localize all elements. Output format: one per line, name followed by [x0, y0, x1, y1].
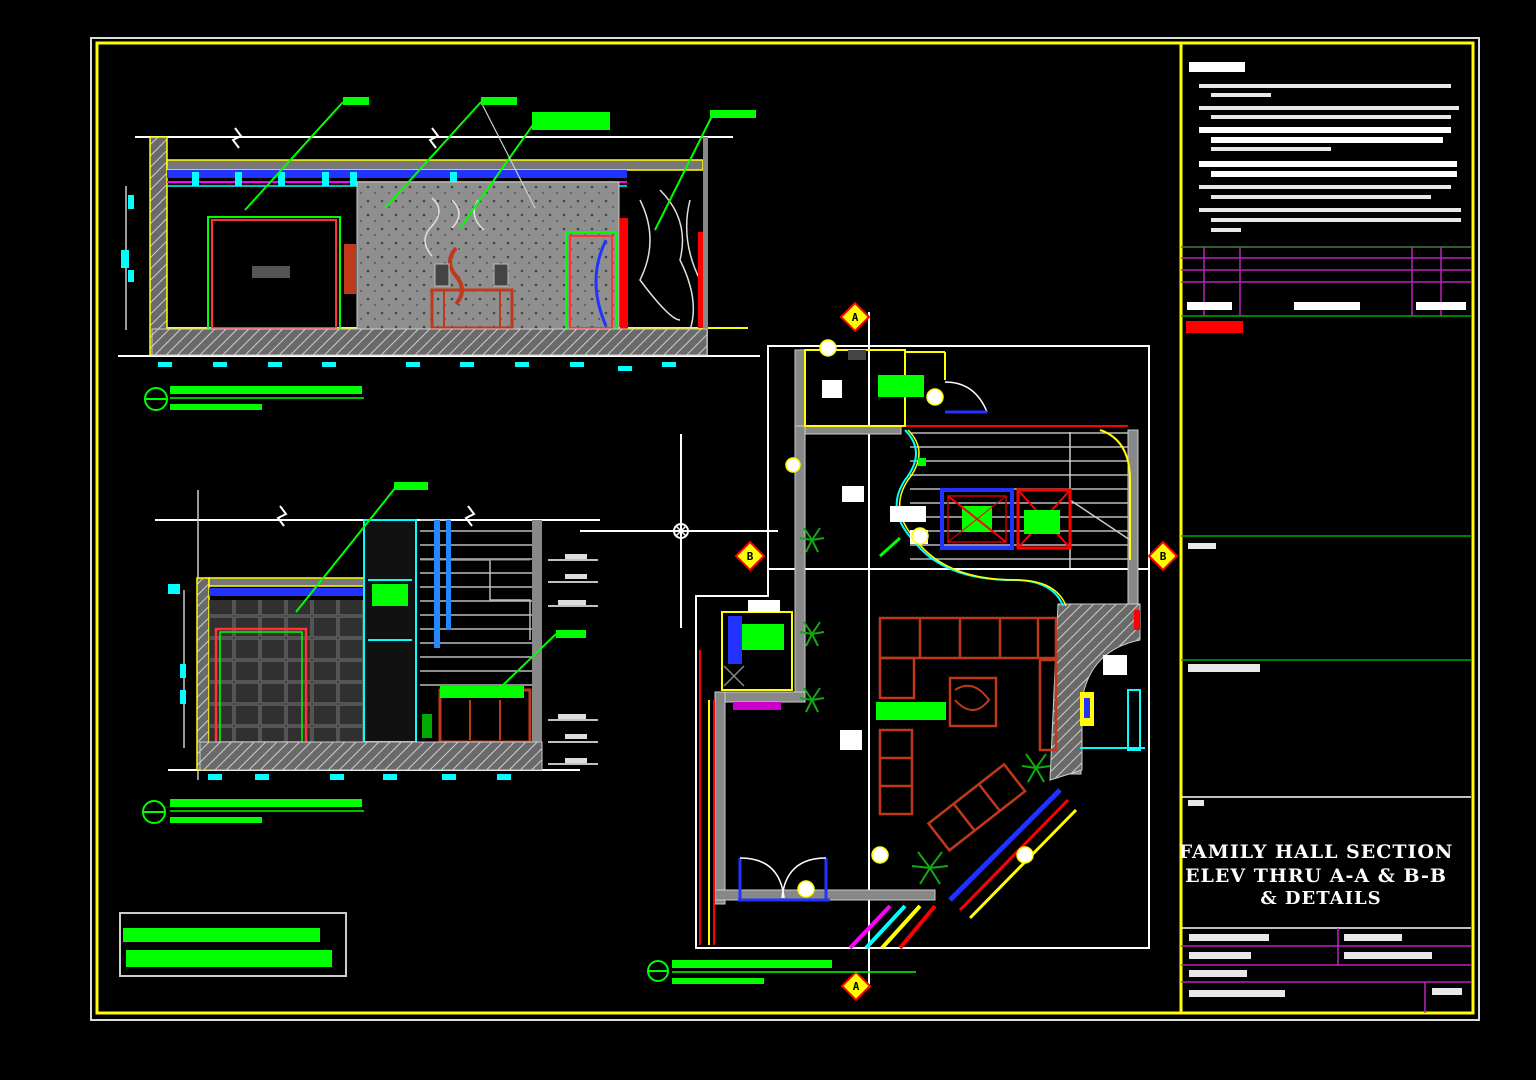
general-notes: [1189, 62, 1461, 232]
section-marker-a-top-label: A: [852, 311, 859, 324]
section-marker-a-bottom-label: A: [853, 980, 860, 993]
drawing-title-line-3: & DETAILS: [1260, 888, 1381, 909]
family-hall-floor-plan: A A B B: [580, 301, 1179, 1002]
section-marker-b-left-label: B: [747, 550, 754, 563]
drawing-title-line-2: ELEV THRU A-A & B-B: [1185, 865, 1447, 887]
section-marker-a-bottom: A: [840, 970, 872, 1002]
section-marker-b-right: B: [1147, 540, 1179, 572]
title-block: FAMILY HALL SECTION ELEV THRU A-A & B-B …: [1179, 62, 1471, 1013]
revision-marker: [1186, 321, 1243, 333]
drawing-title-line-1: FAMILY HALL SECTION: [1179, 841, 1454, 863]
section-marker-a-top: A: [839, 301, 871, 333]
sheet-border: [90, 37, 1480, 1021]
section-marker-b-left: B: [734, 540, 766, 572]
section-marker-b-right-label: B: [1160, 550, 1167, 563]
elevation-b-b: [142, 482, 600, 824]
legend-box: [119, 912, 347, 977]
elevation-a-a: [118, 97, 760, 411]
title-block-metadata: [1181, 927, 1471, 1013]
